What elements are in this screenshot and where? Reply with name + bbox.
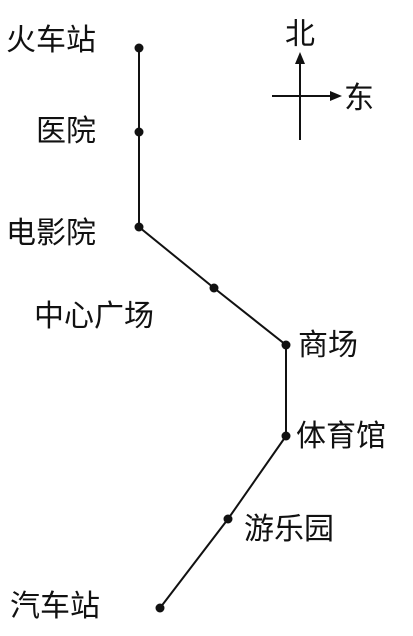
- stop-dot-central-square: [209, 283, 219, 293]
- compass-north-label: 北: [285, 17, 315, 52]
- stop-label-bus-station: 汽车站: [10, 589, 100, 624]
- stop-label-train-station: 火车站: [6, 23, 96, 58]
- route-line: [138, 48, 287, 609]
- stop-dot-stadium: [281, 431, 291, 441]
- compass-east-label: 东: [344, 81, 374, 116]
- stop-dot-mall: [281, 340, 291, 350]
- stop-label-central-square: 中心广场: [34, 299, 154, 334]
- stop-label-mall: 商场: [298, 328, 358, 363]
- stop-label-stadium: 体育馆: [296, 419, 386, 454]
- stop-label-cinema: 电影院: [6, 216, 96, 251]
- stop-dot-bus-station: [155, 603, 165, 613]
- stop-label-hospital: 医院: [36, 114, 96, 149]
- stop-dot-train-station: [134, 43, 144, 53]
- compass: 北 东: [272, 17, 374, 140]
- compass-north-arrow-icon: [295, 52, 305, 64]
- stop-label-amusement-park: 游乐园: [244, 512, 334, 547]
- stop-dot-cinema: [134, 222, 144, 232]
- stop-dot-hospital: [134, 127, 144, 137]
- stop-dot-amusement-park: [223, 514, 233, 524]
- compass-east-arrow-icon: [330, 91, 342, 101]
